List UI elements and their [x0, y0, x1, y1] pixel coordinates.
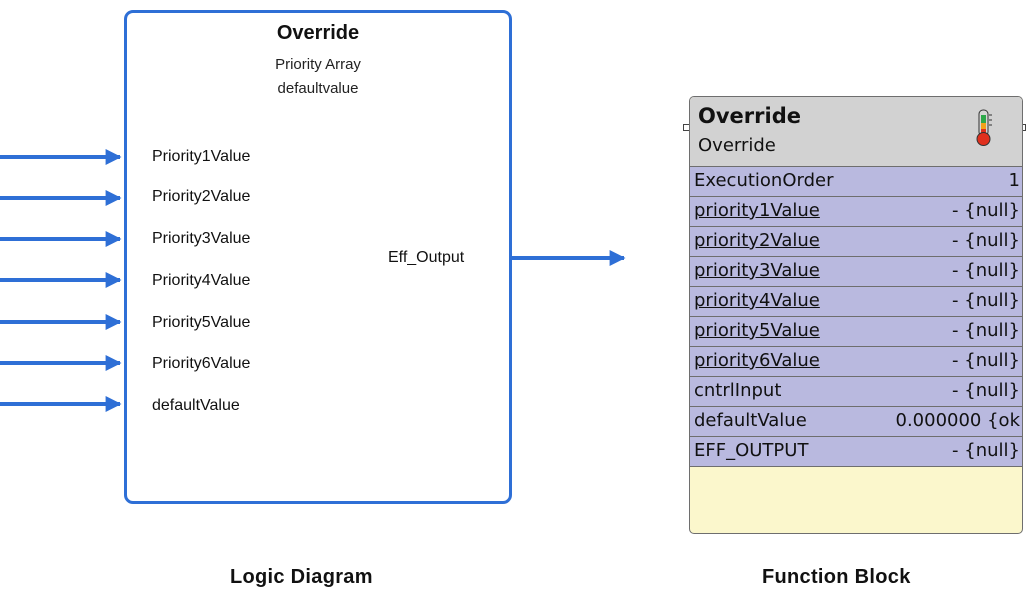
input-label-priority2: Priority2Value: [152, 188, 251, 205]
fb-row-execution-order[interactable]: ExecutionOrder 1: [690, 167, 1022, 197]
input-label-priority6: Priority6Value: [152, 355, 251, 372]
input-label-priority1: Priority1Value: [152, 148, 251, 165]
input-label-default: defaultValue: [152, 397, 240, 414]
fb-row-name: priority4Value: [694, 290, 820, 311]
fb-row-priority6[interactable]: priority6Value - {null}: [690, 347, 1022, 377]
fb-row-priority4[interactable]: priority4Value - {null}: [690, 287, 1022, 317]
fb-row-cntrl-input[interactable]: cntrlInput - {null}: [690, 377, 1022, 407]
thermometer-icon: [976, 109, 992, 146]
fb-row-name: ExecutionOrder: [694, 170, 834, 191]
fb-row-value: - {null}: [952, 290, 1020, 311]
caption-logic-diagram: Logic Diagram: [230, 566, 373, 588]
input-label-priority3: Priority3Value: [152, 230, 251, 247]
fb-row-name: priority5Value: [694, 320, 820, 341]
function-block-title: Override: [698, 104, 801, 128]
fb-row-value: - {null}: [952, 230, 1020, 251]
function-block-footer: [690, 467, 1022, 497]
fb-row-value: 0.000000 {ok: [895, 410, 1021, 431]
function-block-header: Override Override: [690, 97, 1022, 167]
fb-row-priority2[interactable]: priority2Value - {null}: [690, 227, 1022, 257]
function-block-subtitle: Override: [698, 135, 776, 156]
fb-row-name: priority6Value: [694, 350, 820, 371]
fb-row-value: - {null}: [952, 260, 1020, 281]
caption-function-block: Function Block: [762, 566, 911, 588]
logic-block-subtitle-2: defaultvalue: [277, 80, 359, 97]
fb-row-name: defaultValue: [694, 410, 807, 431]
fb-row-priority5[interactable]: priority5Value - {null}: [690, 317, 1022, 347]
fb-row-name: cntrlInput: [694, 380, 782, 401]
fb-row-value: - {null}: [952, 200, 1020, 221]
fb-row-value: 1: [1008, 170, 1020, 191]
fb-row-priority1[interactable]: priority1Value - {null}: [690, 197, 1022, 227]
input-label-priority4: Priority4Value: [152, 272, 251, 289]
fb-row-value: - {null}: [952, 380, 1020, 401]
input-label-priority5: Priority5Value: [152, 314, 251, 331]
fb-row-value: - {null}: [952, 320, 1020, 341]
logic-block-subtitle: Priority Array: [275, 56, 361, 73]
fb-row-name: EFF_OUTPUT: [694, 440, 809, 461]
fb-row-name: priority1Value: [694, 200, 820, 221]
fb-row-priority3[interactable]: priority3Value - {null}: [690, 257, 1022, 287]
fb-row-default-value[interactable]: defaultValue 0.000000 {ok: [690, 407, 1022, 437]
fb-row-name: priority2Value: [694, 230, 820, 251]
fb-row-value: - {null}: [952, 350, 1020, 371]
fb-row-eff-output[interactable]: EFF_OUTPUT - {null}: [690, 437, 1022, 467]
fb-row-name: priority3Value: [694, 260, 820, 281]
function-block[interactable]: Override Override ExecutionOrder 1 prior…: [689, 96, 1023, 534]
output-label: Eff_Output: [388, 249, 465, 266]
logic-block-title: Override: [276, 22, 360, 44]
logic-block: [124, 10, 512, 504]
fb-row-value: - {null}: [952, 440, 1020, 461]
